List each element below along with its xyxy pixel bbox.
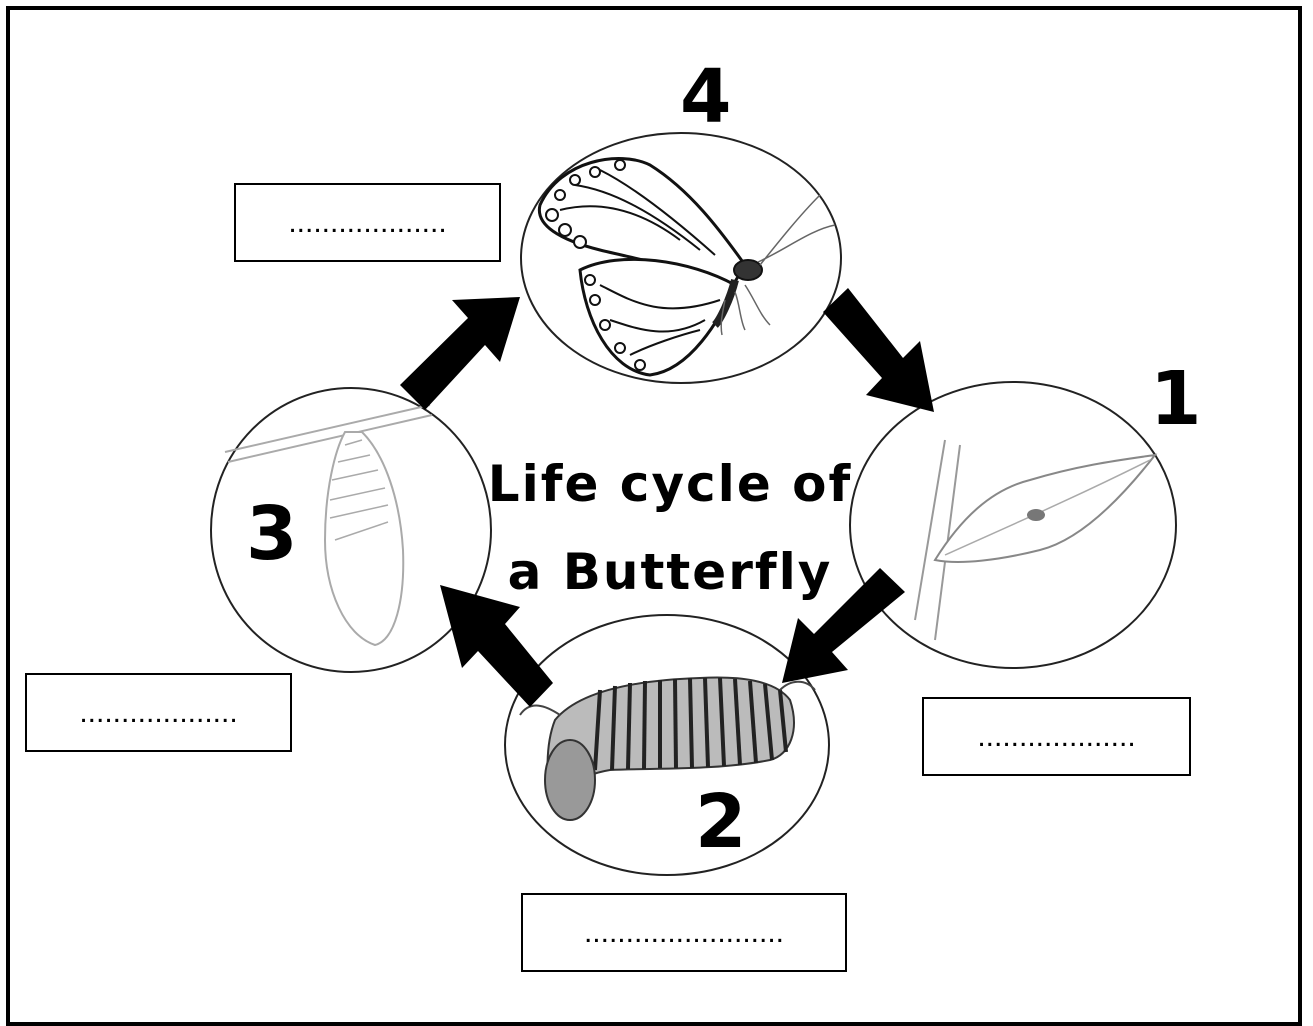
stage-1-number: 1 — [1150, 362, 1202, 436]
answer-box-stage-3[interactable]: ................... — [25, 673, 292, 752]
answer-box-stage-4[interactable]: ................... — [234, 183, 501, 262]
stage-3-number: 3 — [246, 497, 298, 571]
diagram-title: Life cycle of a Butterfly — [470, 440, 870, 616]
egg-on-leaf-image — [850, 382, 1176, 668]
title-line-2: a Butterfly — [470, 528, 870, 616]
arrow-4-to-1 — [823, 288, 934, 412]
arrow-3-to-4 — [400, 297, 520, 410]
title-line-1: Life cycle of — [470, 440, 870, 528]
stage-2-number: 2 — [695, 785, 747, 859]
answer-box-stage-2[interactable]: ........................ — [521, 893, 847, 972]
caterpillar-image — [505, 615, 829, 875]
stage-4-number: 4 — [680, 60, 732, 134]
answer-box-stage-1[interactable]: ................... — [922, 697, 1191, 776]
butterfly-image — [521, 133, 841, 383]
